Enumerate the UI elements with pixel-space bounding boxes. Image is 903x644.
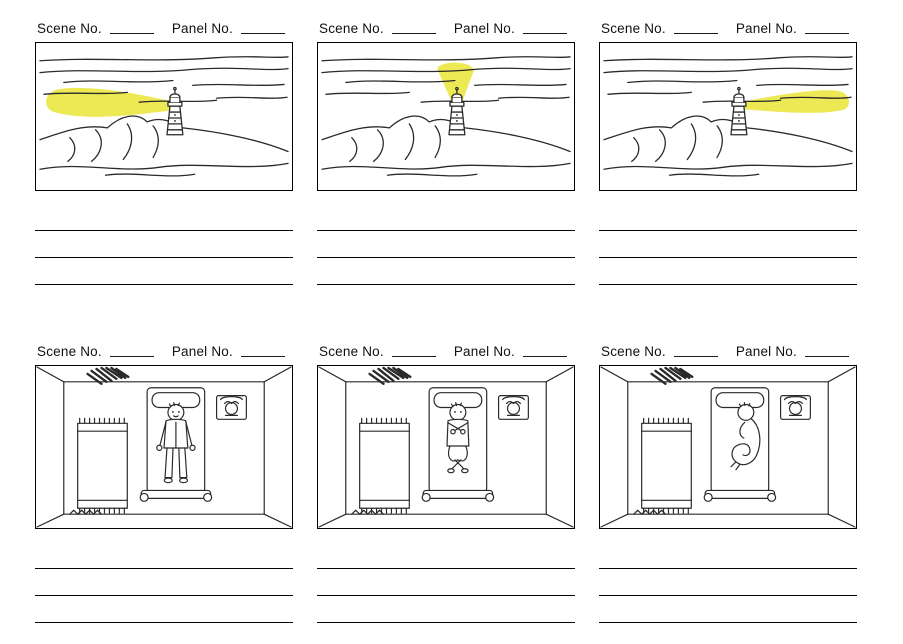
- note-line: [35, 231, 293, 258]
- note-line: [599, 542, 857, 569]
- scene-no-field: [109, 343, 154, 357]
- note-line: [317, 596, 575, 623]
- note-line: [35, 258, 293, 285]
- note-line: [35, 542, 293, 569]
- note-line: [35, 204, 293, 231]
- lighthouse-scene-sketch: [321, 56, 571, 177]
- note-line: [317, 542, 575, 569]
- lighthouse-drawing: [730, 86, 748, 136]
- panel-no-label: Panel No.: [735, 344, 797, 359]
- panel-no-field: [522, 343, 567, 357]
- notes-area: [599, 542, 857, 623]
- bedroom-scene-sketch: [600, 366, 856, 528]
- storyboard-panel-1: Scene No. Panel No.: [35, 16, 293, 285]
- note-line: [317, 569, 575, 596]
- sea-and-cliff-drawing: [39, 56, 289, 177]
- panel-no-label: Panel No.: [171, 21, 233, 36]
- panel-no-label: Panel No.: [171, 344, 233, 359]
- panel-frame: [599, 42, 857, 191]
- note-line: [317, 204, 575, 231]
- panel-grid: Scene No. Panel No. Scene No.: [35, 16, 857, 623]
- scene-no-label: Scene No.: [601, 21, 666, 36]
- note-line: [599, 231, 857, 258]
- panel-no-field: [522, 20, 567, 34]
- panel-frame: [35, 42, 293, 191]
- note-line: [35, 569, 293, 596]
- panel-no-field: [804, 343, 849, 357]
- notes-area: [35, 204, 293, 285]
- storyboard-panel-6: Scene No. Panel No.: [599, 339, 857, 623]
- light-beam-left: [46, 87, 175, 117]
- notes-area: [317, 204, 575, 285]
- panel-header: Scene No. Panel No.: [601, 339, 857, 359]
- panel-header: Scene No. Panel No.: [37, 16, 293, 36]
- scene-no-label: Scene No.: [601, 344, 666, 359]
- scene-no-label: Scene No.: [37, 21, 102, 36]
- panel-frame: [317, 42, 575, 191]
- note-line: [35, 596, 293, 623]
- note-line: [599, 596, 857, 623]
- scene-no-field: [673, 20, 718, 34]
- scene-no-field: [109, 20, 154, 34]
- lighthouse-scene-sketch: [39, 56, 289, 177]
- panel-header: Scene No. Panel No.: [319, 339, 575, 359]
- note-line: [317, 231, 575, 258]
- panel-header: Scene No. Panel No.: [601, 16, 857, 36]
- storyboard-panel-2: Scene No. Panel No.: [317, 16, 575, 285]
- panel-frame: [317, 365, 575, 529]
- lighthouse-drawing: [166, 86, 184, 136]
- light-beam-up: [437, 62, 474, 101]
- scene-no-field: [391, 20, 436, 34]
- panel-header: Scene No. Panel No.: [37, 339, 293, 359]
- panel-no-field: [240, 343, 285, 357]
- panel-no-label: Panel No.: [453, 344, 515, 359]
- lighthouse-scene-sketch: [603, 56, 853, 177]
- panel-frame: [35, 365, 293, 529]
- storyboard-panel-5: Scene No. Panel No.: [317, 339, 575, 623]
- panel-header: Scene No. Panel No.: [319, 16, 575, 36]
- bedroom-drawing: [600, 366, 856, 528]
- panel-frame: [599, 365, 857, 529]
- bedroom-scene-sketch: [318, 366, 574, 528]
- scene-no-label: Scene No.: [37, 344, 102, 359]
- panel-no-label: Panel No.: [735, 21, 797, 36]
- note-line: [599, 569, 857, 596]
- scene-no-field: [391, 343, 436, 357]
- notes-area: [35, 542, 293, 623]
- panel-no-field: [804, 20, 849, 34]
- notes-area: [317, 542, 575, 623]
- scene-no-field: [673, 343, 718, 357]
- note-line: [317, 258, 575, 285]
- bedroom-scene-sketch: [36, 366, 292, 528]
- panel-no-label: Panel No.: [453, 21, 515, 36]
- note-line: [599, 204, 857, 231]
- sea-and-cliff-drawing: [603, 56, 853, 177]
- scene-no-label: Scene No.: [319, 344, 384, 359]
- storyboard-panel-4: Scene No. Panel No.: [35, 339, 293, 623]
- panel-no-field: [240, 20, 285, 34]
- light-beam-right: [740, 90, 849, 113]
- scene-no-label: Scene No.: [319, 21, 384, 36]
- note-line: [599, 258, 857, 285]
- notes-area: [599, 204, 857, 285]
- bedroom-drawing: [318, 366, 574, 528]
- storyboard-panel-3: Scene No. Panel No.: [599, 16, 857, 285]
